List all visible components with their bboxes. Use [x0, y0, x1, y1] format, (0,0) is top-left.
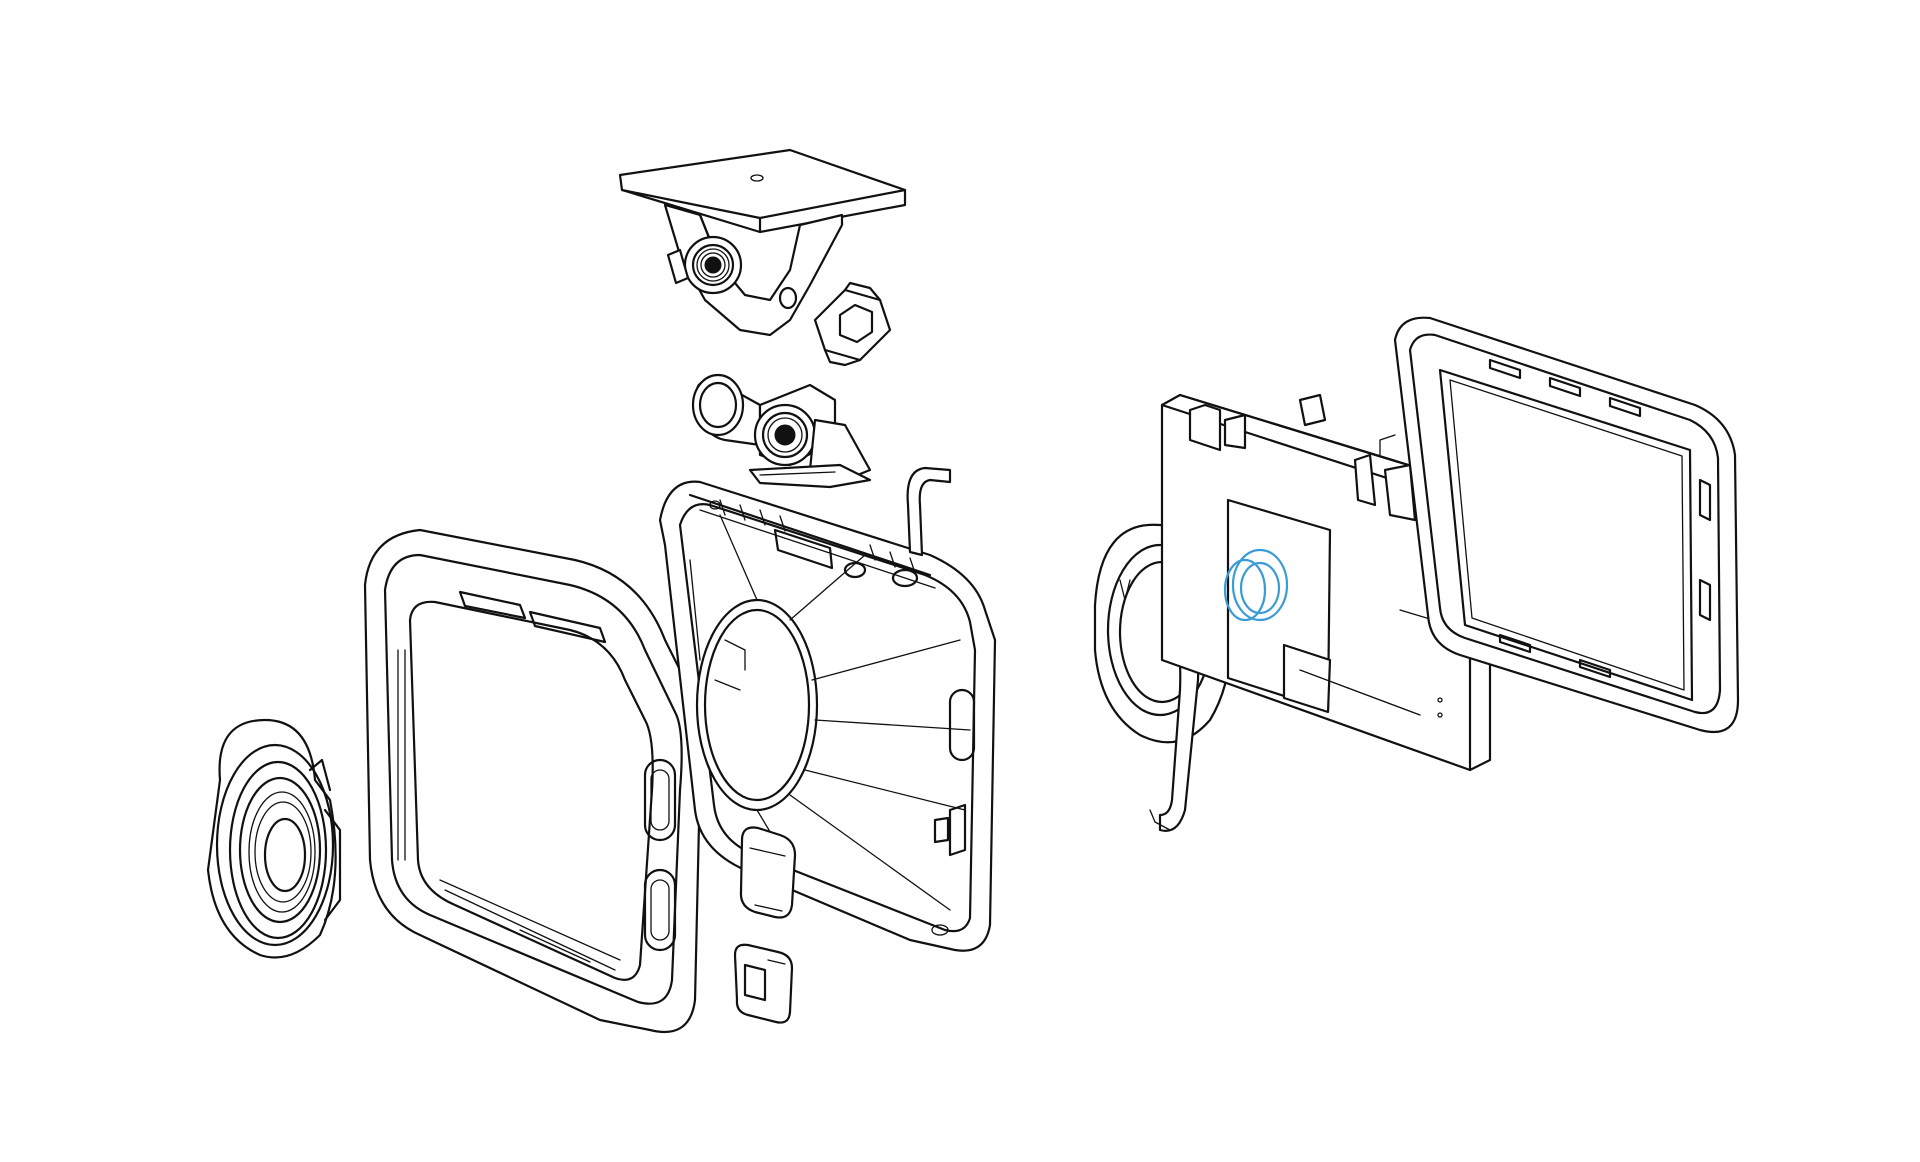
main-housing	[658, 466, 997, 952]
front-bezel-frame	[363, 528, 706, 1034]
knob-icon	[666, 235, 743, 295]
mount-bracket	[618, 148, 907, 367]
rear-camera-module	[691, 373, 872, 489]
hex-nut-icon	[813, 281, 892, 367]
circuit-board	[1160, 393, 1492, 772]
screen-bezel	[1393, 316, 1740, 734]
port-cover-plug	[739, 826, 797, 919]
sd-card-cover	[733, 943, 794, 1024]
sensor-lens-highlight-icon	[1223, 548, 1289, 622]
side-button-icon	[643, 758, 677, 952]
front-lens-ring	[206, 718, 342, 959]
